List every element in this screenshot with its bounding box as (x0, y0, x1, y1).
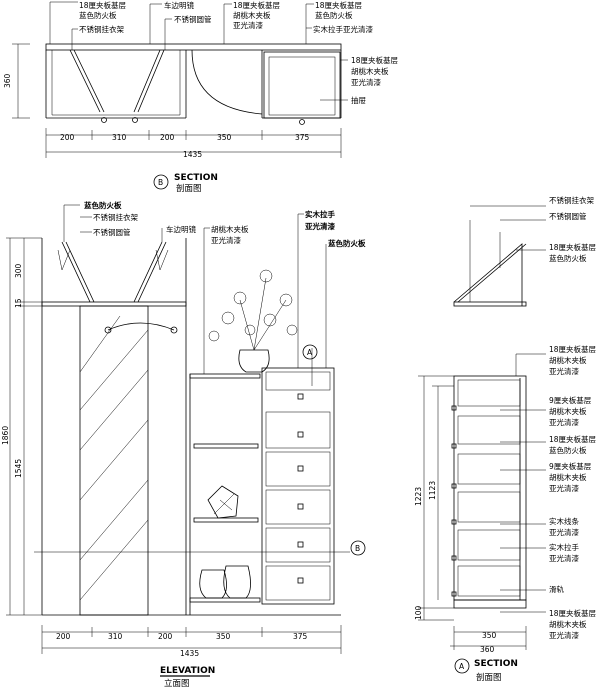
top-dim-360: 360 (3, 73, 12, 88)
top-label-2: 蓝色防火板 (79, 10, 117, 20)
side-label-9: 胡桃木夹板 (549, 406, 587, 416)
side-label-13: 9厘夹板基层 (549, 461, 592, 471)
side-label-20: 滑轨 (549, 584, 564, 594)
top-dim-200b: 200 (160, 133, 175, 142)
top-label-4: 不锈钢挂衣架 (79, 24, 124, 34)
top-dim-375: 375 (295, 133, 310, 142)
top-label-7: 胡桃木夹板 (233, 10, 271, 20)
side-dim-350: 350 (482, 631, 497, 640)
elev-dim-1435: 1435 (180, 649, 199, 658)
elev-label-7: 实木拉手 (305, 209, 335, 219)
elev-label-4: 车边明镜 (166, 224, 196, 234)
side-label-16: 实木线条 (549, 516, 579, 526)
side-label-7: 亚光清漆 (549, 366, 579, 376)
side-label-17: 亚光清漆 (549, 527, 579, 537)
side-label-8: 9厘夹板基层 (549, 395, 592, 405)
elev-label-6: 亚光清漆 (211, 235, 241, 245)
elev-marker-b: B (355, 544, 360, 553)
side-label-10: 亚光清漆 (549, 417, 579, 427)
elev-label-2: 不锈钢挂衣架 (93, 212, 138, 222)
side-label-21: 18厘夹板基层 (549, 608, 597, 618)
elev-label-8: 亚光清漆 (305, 221, 335, 231)
elevation-title: ELEVATION (160, 666, 215, 676)
top-section-text: 18厘夹板基层 蓝色防火板 车边明镜 不锈钢挂衣架 不锈钢圆管 18厘夹板基层 … (3, 0, 399, 194)
side-section-drawing (418, 205, 546, 674)
side-section-text: 不锈钢挂衣架 不锈钢圆管 18厘夹板基层 蓝色防火板 18厘夹板基层 胡桃木夹板… (414, 195, 597, 683)
elev-dim-375: 375 (293, 632, 308, 641)
elevation-subtitle: 立面图 (164, 678, 190, 689)
top-label-13: 胡桃木夹板 (351, 66, 389, 76)
elev-dim-200b: 200 (158, 632, 173, 641)
top-label-14: 亚光清漆 (351, 77, 381, 87)
elev-dim-310: 310 (108, 632, 123, 641)
side-section-subtitle: 剖面图 (476, 672, 502, 683)
side-label-19: 亚光清漆 (549, 553, 579, 563)
elev-dim-1545: 1545 (14, 459, 23, 478)
top-dim-310: 310 (112, 133, 127, 142)
elev-marker-a: A (307, 348, 313, 357)
top-label-3: 车边明镜 (164, 0, 194, 10)
side-section-title: SECTION (474, 659, 518, 669)
top-section-subtitle: 剖面图 (176, 183, 202, 194)
top-label-11: 实木拉手亚光清漆 (313, 24, 373, 34)
side-dim-360: 360 (480, 645, 495, 654)
elev-dim-350: 350 (216, 632, 231, 641)
elevation-text: 蓝色防火板 不锈钢挂衣架 不锈钢圆管 车边明镜 胡桃木夹板 亚光清漆 实木拉手 … (1, 200, 366, 689)
side-label-11: 18厘夹板基层 (549, 434, 597, 444)
elev-dim-15: 15 (14, 298, 23, 308)
side-label-3: 18厘夹板基层 (549, 242, 597, 252)
side-label-1: 不锈钢挂衣架 (549, 195, 594, 205)
side-dim-100: 100 (414, 605, 423, 620)
elev-label-3: 不锈钢圆管 (93, 227, 131, 237)
side-marker-a: A (459, 662, 465, 671)
top-dim-1435: 1435 (183, 150, 202, 159)
top-label-9: 18厘夹板基层 (315, 0, 363, 10)
top-label-8: 亚光清漆 (233, 20, 263, 30)
top-dim-350: 350 (217, 133, 232, 142)
elev-label-5: 胡桃木夹板 (211, 224, 249, 234)
side-dim-1123: 1123 (428, 481, 437, 500)
elev-dim-300: 300 (14, 263, 23, 278)
elev-dim-1860: 1860 (1, 426, 10, 445)
top-label-12: 18厘夹板基层 (351, 55, 399, 65)
top-label-15: 抽屉 (351, 95, 366, 105)
top-section-title: SECTION (174, 173, 218, 183)
side-label-12: 蓝色防火板 (549, 445, 587, 455)
top-marker-b: B (158, 178, 163, 187)
side-label-18: 实木拉手 (549, 542, 579, 552)
side-label-15: 亚光清漆 (549, 483, 579, 493)
side-label-22: 胡桃木夹板 (549, 619, 587, 629)
side-label-14: 胡桃木夹板 (549, 472, 587, 482)
top-label-1: 18厘夹板基层 (79, 0, 127, 10)
side-label-23: 亚光清漆 (549, 630, 579, 640)
top-label-5: 不锈钢圆管 (174, 14, 212, 24)
top-label-10: 蓝色防火板 (315, 10, 353, 20)
side-label-4: 蓝色防火板 (549, 253, 587, 263)
side-dim-1223: 1223 (414, 487, 423, 506)
elevation-drawing (6, 204, 366, 654)
side-label-6: 胡桃木夹板 (549, 355, 587, 365)
side-label-2: 不锈钢圆管 (549, 211, 587, 221)
top-section-drawing (12, 1, 348, 190)
top-dim-200a: 200 (60, 133, 75, 142)
elev-dim-200a: 200 (56, 632, 71, 641)
top-label-6: 18厘夹板基层 (233, 0, 281, 10)
elev-label-1: 蓝色防火板 (84, 200, 122, 210)
side-label-5: 18厘夹板基层 (549, 344, 597, 354)
elev-label-9: 蓝色防火板 (328, 238, 366, 248)
